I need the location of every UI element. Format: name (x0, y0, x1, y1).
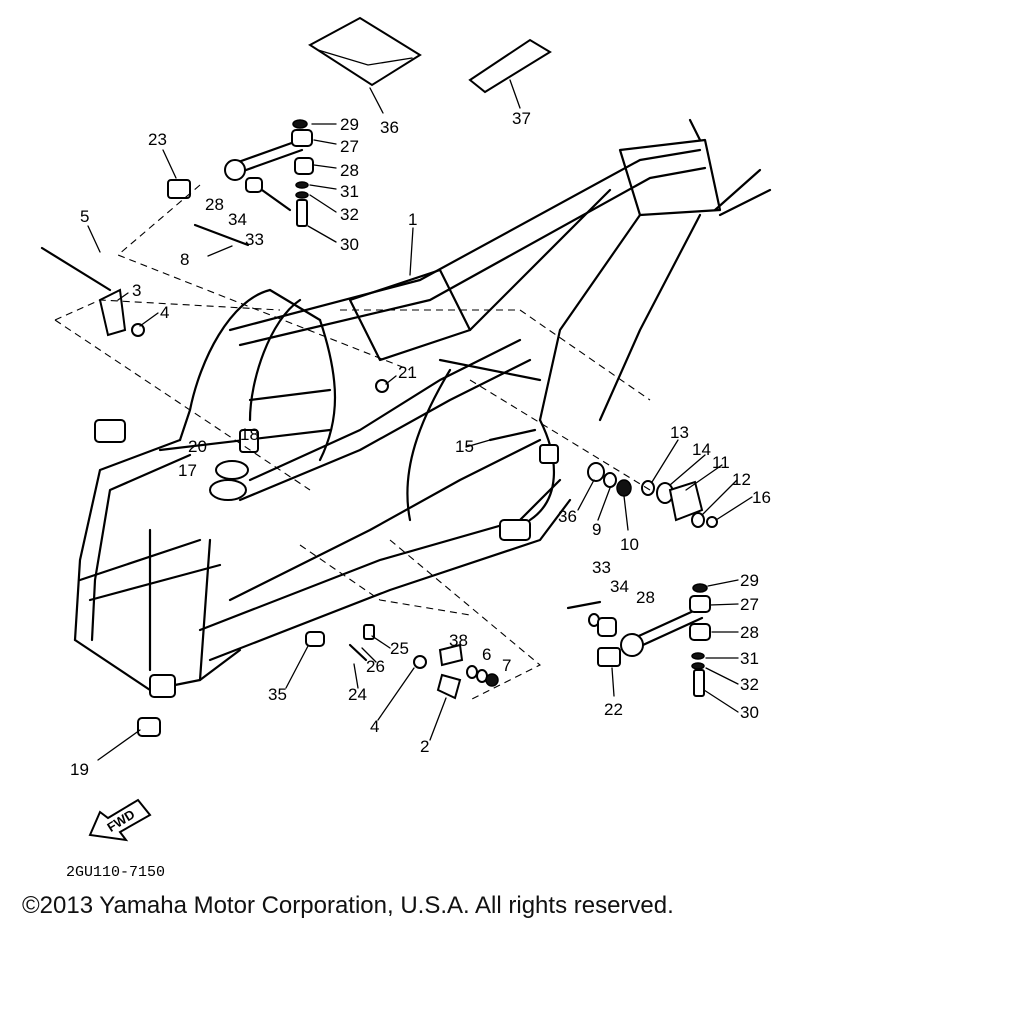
frame-assembly (73, 118, 772, 698)
callout-24: 24 (348, 685, 367, 704)
guide-lines (54, 184, 651, 701)
callout-27: 27 (340, 137, 359, 156)
callout-33: 33 (245, 230, 264, 249)
callout-8: 8 (180, 250, 189, 269)
callout-10: 10 (620, 535, 639, 554)
callout-21: 21 (398, 363, 417, 382)
callout-17: 17 (178, 461, 197, 480)
callout-11: 11 (712, 453, 730, 472)
callout-29-lower: 29 (740, 571, 759, 590)
callout-31-lower: 31 (740, 649, 759, 668)
callout-23: 23 (148, 130, 167, 149)
callout-12: 12 (732, 470, 751, 489)
callout-13: 13 (670, 423, 689, 442)
callout-20: 20 (188, 437, 207, 456)
callout-28: 28 (340, 161, 359, 180)
callout-25: 25 (390, 639, 409, 658)
callout-22: 22 (604, 700, 623, 719)
callout-32: 32 (340, 205, 359, 224)
callout-38: 38 (449, 631, 468, 650)
callout-28-upper: 28 (205, 195, 224, 214)
callout-labels: 36 37 29 27 28 31 32 30 23 28 34 33 8 5 … (70, 109, 771, 779)
callout-32-lower: 32 (740, 675, 759, 694)
callout-6: 6 (482, 645, 491, 664)
callout-1: 1 (408, 210, 417, 229)
callout-4-lower: 4 (370, 717, 379, 736)
callout-28-lower-a: 28 (636, 588, 655, 607)
callout-27-lower: 27 (740, 595, 759, 614)
callout-36: 36 (380, 118, 399, 137)
callout-16: 16 (752, 488, 771, 507)
loose-parts (40, 16, 718, 737)
callout-15: 15 (455, 437, 474, 456)
fwd-arrow-icon: FWD (88, 798, 152, 842)
diagram-code: 2GU110-7150 (66, 864, 165, 881)
callout-3: 3 (132, 281, 141, 300)
callout-2: 2 (420, 737, 429, 756)
callout-34: 34 (228, 210, 247, 229)
callout-4-upper: 4 (160, 303, 169, 322)
copyright-notice: ©2013 Yamaha Motor Corporation, U.S.A. A… (22, 892, 674, 919)
callout-31: 31 (340, 182, 359, 201)
callout-34-lower: 34 (610, 577, 629, 596)
callout-30: 30 (340, 235, 359, 254)
callout-5: 5 (80, 207, 89, 226)
leader-lines (87, 79, 753, 761)
callout-18: 18 (240, 425, 259, 444)
callout-9: 9 (592, 520, 601, 539)
callout-29: 29 (340, 115, 359, 134)
callout-28-lower-b: 28 (740, 623, 759, 642)
callout-7: 7 (502, 656, 511, 675)
callout-26: 26 (366, 657, 385, 676)
callout-36-right: 36 (558, 507, 577, 526)
callout-19: 19 (70, 760, 89, 779)
callout-33-lower: 33 (592, 558, 611, 577)
callout-30-lower: 30 (740, 703, 759, 722)
callout-37: 37 (512, 109, 531, 128)
callout-14: 14 (692, 440, 711, 459)
callout-35: 35 (268, 685, 287, 704)
